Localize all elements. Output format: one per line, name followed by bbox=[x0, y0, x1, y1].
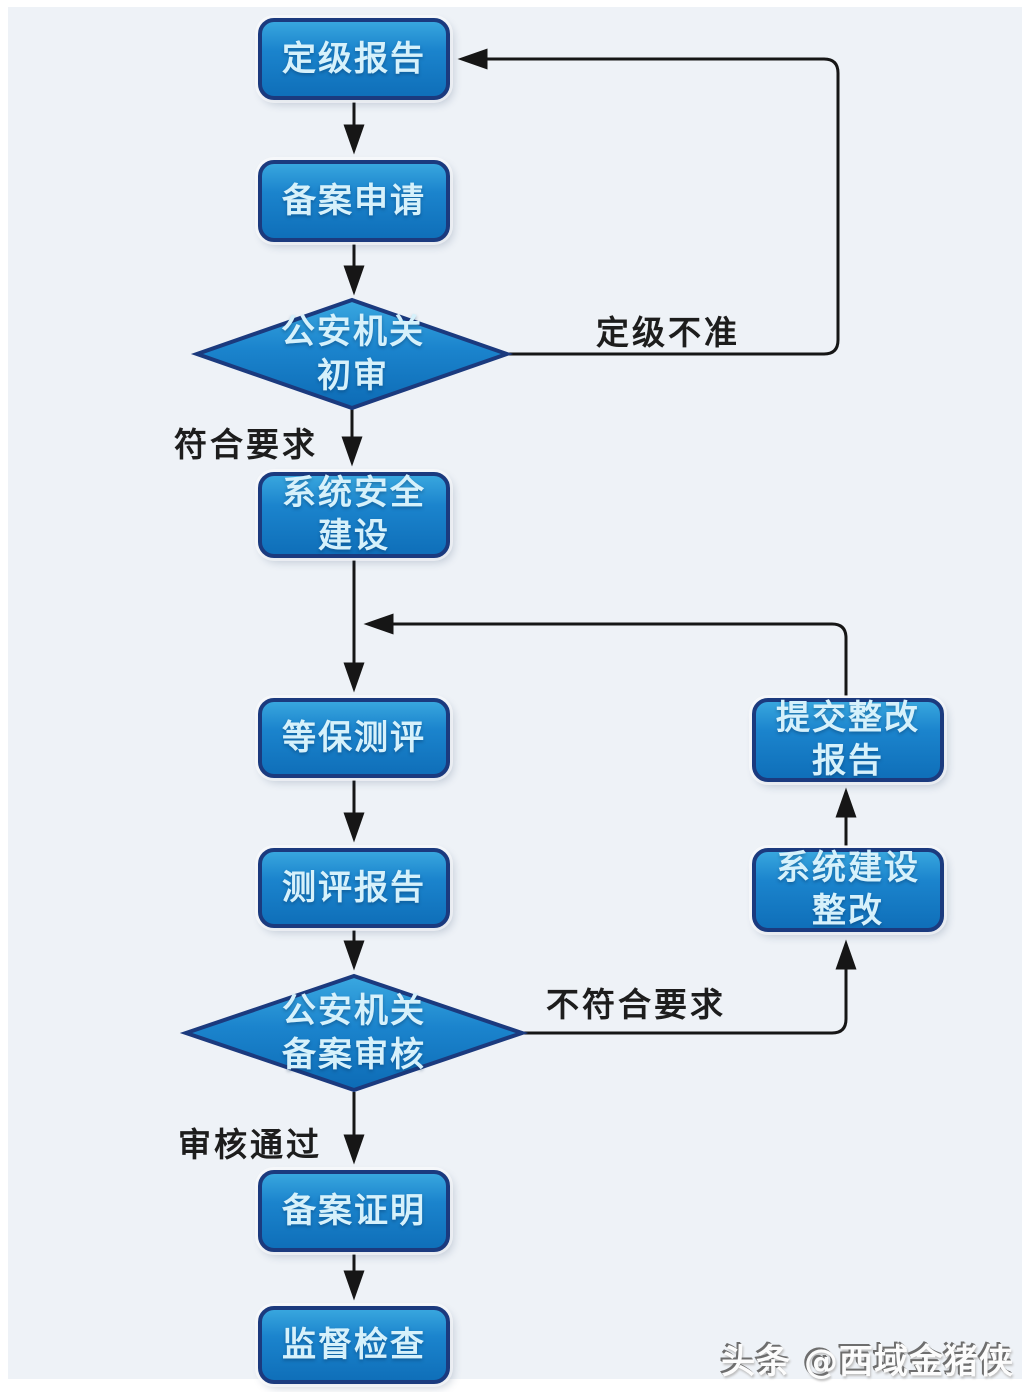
edge-label-grading-rejected: 定级不准 bbox=[596, 313, 740, 352]
edge-resubmit-loop bbox=[363, 613, 848, 696]
edge-review2-fail-loop bbox=[521, 939, 857, 1035]
toutiao-watermark: 头条 @西域金猪侠 bbox=[721, 1342, 1014, 1382]
edge-label-meets-requirements: 符合要求 bbox=[174, 425, 318, 464]
node-grading-report: 定级报告 bbox=[258, 18, 450, 100]
node-system-security-build: 系统安全 建设 bbox=[258, 472, 450, 558]
edge-label-review-passed: 审核通过 bbox=[178, 1125, 322, 1164]
node-submit-rectification-report: 提交整改 报告 bbox=[752, 698, 944, 782]
decision-filing-review-shape bbox=[179, 973, 529, 1093]
decision-initial-review-shape bbox=[190, 297, 514, 411]
node-filing-application: 备案申请 bbox=[258, 160, 450, 242]
node-supervision-check: 监督检查 bbox=[258, 1306, 450, 1384]
node-evaluation-report: 测评报告 bbox=[258, 848, 450, 928]
diagram-background bbox=[8, 7, 1022, 1379]
decision-initial-review-label: 公安机关 初审 bbox=[281, 311, 425, 396]
edge-label-not-meeting-requirements: 不符合要求 bbox=[546, 985, 726, 1024]
node-filing-certificate: 备案证明 bbox=[258, 1170, 450, 1252]
decision-filing-review-label: 公安机关 备案审核 bbox=[282, 990, 426, 1075]
node-mlps-evaluation: 等保测评 bbox=[258, 698, 450, 778]
node-system-build-rectification: 系统建设 整改 bbox=[752, 848, 944, 932]
edge-review1-reject-loop bbox=[457, 48, 840, 356]
